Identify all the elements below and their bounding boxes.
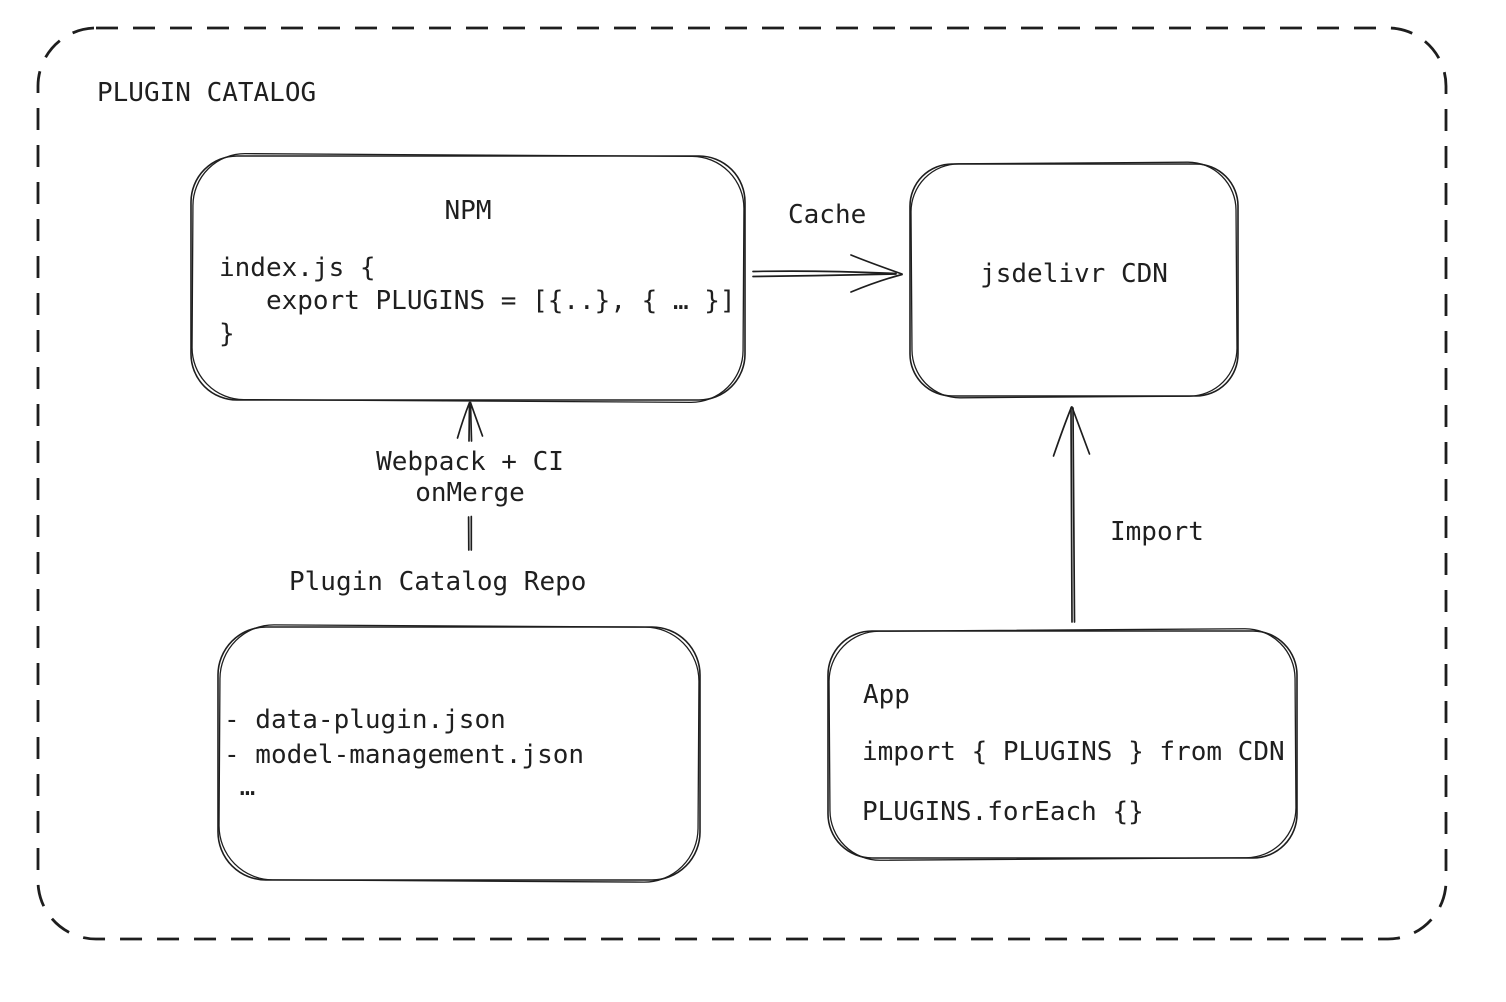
app-box (827, 628, 1298, 861)
app-code-line-2: PLUGINS.forEach {} (862, 797, 1144, 827)
build-arrow-label-line-2: onMerge (415, 478, 525, 508)
npm-code-line-1: index.js { (219, 253, 376, 283)
cdn-box (909, 161, 1239, 399)
app-title: App (863, 680, 910, 710)
diagram-title: PLUGIN CATALOG (97, 78, 317, 108)
npm-code-line-2: export PLUGINS = [{..}, { … }] (219, 286, 736, 316)
cache-arrow (752, 254, 903, 293)
plugin-catalog-container-border (36, 26, 1448, 941)
npm-code-line-3: } (219, 319, 235, 349)
npm-title: NPM (444, 196, 492, 226)
repo-box (217, 624, 701, 883)
repo-item-3: … (224, 772, 256, 802)
npm-box (190, 152, 746, 404)
repo-item-2: - model-management.json (224, 740, 585, 770)
import-arrow-label: Import (1110, 517, 1204, 547)
app-code-line-1: import { PLUGINS } from CDN (862, 737, 1285, 767)
import-arrow (1052, 406, 1091, 623)
cdn-label: jsdelivr CDN (980, 259, 1168, 289)
repo-label: Plugin Catalog Repo (289, 567, 587, 597)
build-arrow (456, 401, 484, 551)
repo-item-1: - data-plugin.json (224, 705, 506, 735)
cache-arrow-label: Cache (788, 200, 867, 230)
build-arrow-label-line-1: Webpack + CI (376, 447, 564, 477)
